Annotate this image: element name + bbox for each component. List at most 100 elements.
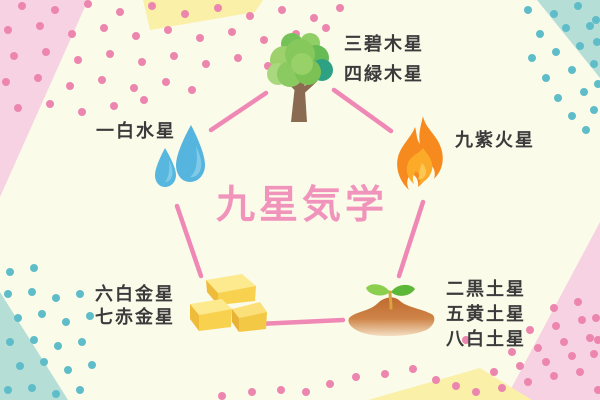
decoration-dot: [409, 365, 417, 373]
decoration-dot: [76, 290, 84, 298]
decoration-dot: [542, 74, 550, 82]
decoration-dot: [42, 48, 50, 56]
earth-label: 二黒土星 五黄土星 八白土星: [446, 277, 526, 352]
decoration-dot: [586, 334, 594, 342]
decoration-dot: [381, 370, 389, 378]
fire-label-line1: 九紫火星: [455, 130, 535, 151]
decoration-dot: [228, 28, 236, 36]
decoration-dot: [162, 78, 170, 86]
water-label: 一白水星: [96, 120, 176, 144]
decoration-dot: [310, 14, 318, 22]
decoration-dot: [51, 6, 59, 14]
decoration-dot: [590, 60, 598, 68]
decoration-dot: [76, 386, 84, 394]
decoration-dot: [528, 54, 536, 62]
decoration-dot: [30, 336, 38, 344]
decoration-dot: [552, 322, 560, 330]
decoration-dot: [574, 298, 582, 306]
decoration-dot: [432, 376, 440, 384]
decoration-dot: [84, 0, 92, 8]
decoration-dot: [526, 326, 534, 334]
decoration-dot: [140, 96, 148, 104]
decoration-dot: [452, 382, 460, 390]
decoration-dot: [524, 6, 532, 14]
top-yellow-wedge: [143, 0, 263, 30]
corner-shape-top-left: [0, 0, 88, 197]
corner-shape-top-right: [537, 0, 600, 78]
decoration-dot: [86, 312, 94, 320]
decoration-dot: [74, 56, 82, 64]
decoration-dot: [516, 362, 524, 370]
decoration-dot: [336, 4, 344, 12]
decoration-dot: [196, 34, 204, 42]
decoration-dot: [594, 386, 600, 394]
decoration-dot: [2, 78, 10, 86]
link-water-wood: [208, 90, 269, 133]
diagram-title: 九星気学: [215, 183, 388, 228]
decoration-dot: [568, 66, 576, 74]
decoration-dot: [34, 74, 42, 82]
soil-sprout-icon: [344, 281, 438, 343]
decoration-dot: [188, 86, 196, 94]
decoration-dot: [578, 316, 586, 324]
decoration-dot: [542, 358, 550, 366]
decoration-dot: [16, 362, 24, 370]
decoration-dot: [98, 76, 106, 84]
decoration-dot: [214, 4, 222, 12]
decoration-dot: [234, 54, 242, 62]
decoration-dot: [498, 384, 506, 392]
decoration-dot: [326, 380, 334, 388]
decoration-dot: [38, 310, 46, 318]
decoration-dot: [302, 388, 310, 396]
decoration-dot: [594, 80, 600, 88]
decoration-dot: [6, 268, 14, 276]
decoration-dot: [590, 106, 598, 114]
decoration-dot: [562, 24, 570, 32]
decoration-dot: [181, 10, 189, 18]
decoration-dot: [4, 26, 12, 34]
decoration-dot: [277, 386, 285, 394]
metal-label: 六白金星 七赤金星: [95, 283, 175, 329]
decoration-dot: [100, 24, 108, 32]
decoration-dot: [106, 50, 114, 58]
decoration-dot: [568, 112, 576, 120]
bottom-yellow-wedge: [368, 368, 532, 400]
decoration-dot: [88, 361, 96, 369]
decoration-dot: [116, 8, 124, 16]
decoration-dot: [580, 88, 588, 96]
decoration-dot: [534, 344, 542, 352]
wood-label-line2: 四緑木星: [344, 64, 424, 85]
decoration-dot: [246, 12, 254, 20]
decoration-dot: [462, 336, 470, 344]
decoration-dot: [490, 368, 498, 376]
link-fire-earth: [396, 199, 426, 279]
fire-label: 九紫火星: [455, 129, 535, 153]
decoration-dot: [54, 342, 62, 350]
decoration-dot: [78, 108, 86, 116]
decoration-dot: [4, 386, 12, 394]
decoration-dot: [592, 16, 600, 24]
decoration-dot: [278, 6, 286, 14]
decoration-dot: [52, 294, 60, 302]
decoration-dot: [28, 384, 36, 392]
decoration-dot: [64, 366, 72, 374]
fire-icon: [396, 116, 448, 196]
gold-bars-icon: [182, 270, 268, 338]
decoration-dot: [30, 264, 38, 272]
decoration-dot: [524, 378, 532, 386]
decoration-dot: [62, 318, 70, 326]
decoration-dot: [576, 42, 584, 50]
decoration-dot: [202, 60, 210, 68]
decoration-dot: [138, 58, 146, 66]
decoration-dot: [552, 48, 560, 56]
metal-label-line2: 七赤金星: [95, 307, 175, 328]
decoration-dot: [4, 290, 12, 298]
decoration-dot: [52, 390, 60, 398]
decoration-dot: [472, 388, 480, 396]
decoration-dot: [164, 26, 172, 34]
decoration-dot: [590, 350, 598, 358]
link-wood-fire: [331, 87, 394, 134]
decoration-dot: [550, 372, 558, 380]
